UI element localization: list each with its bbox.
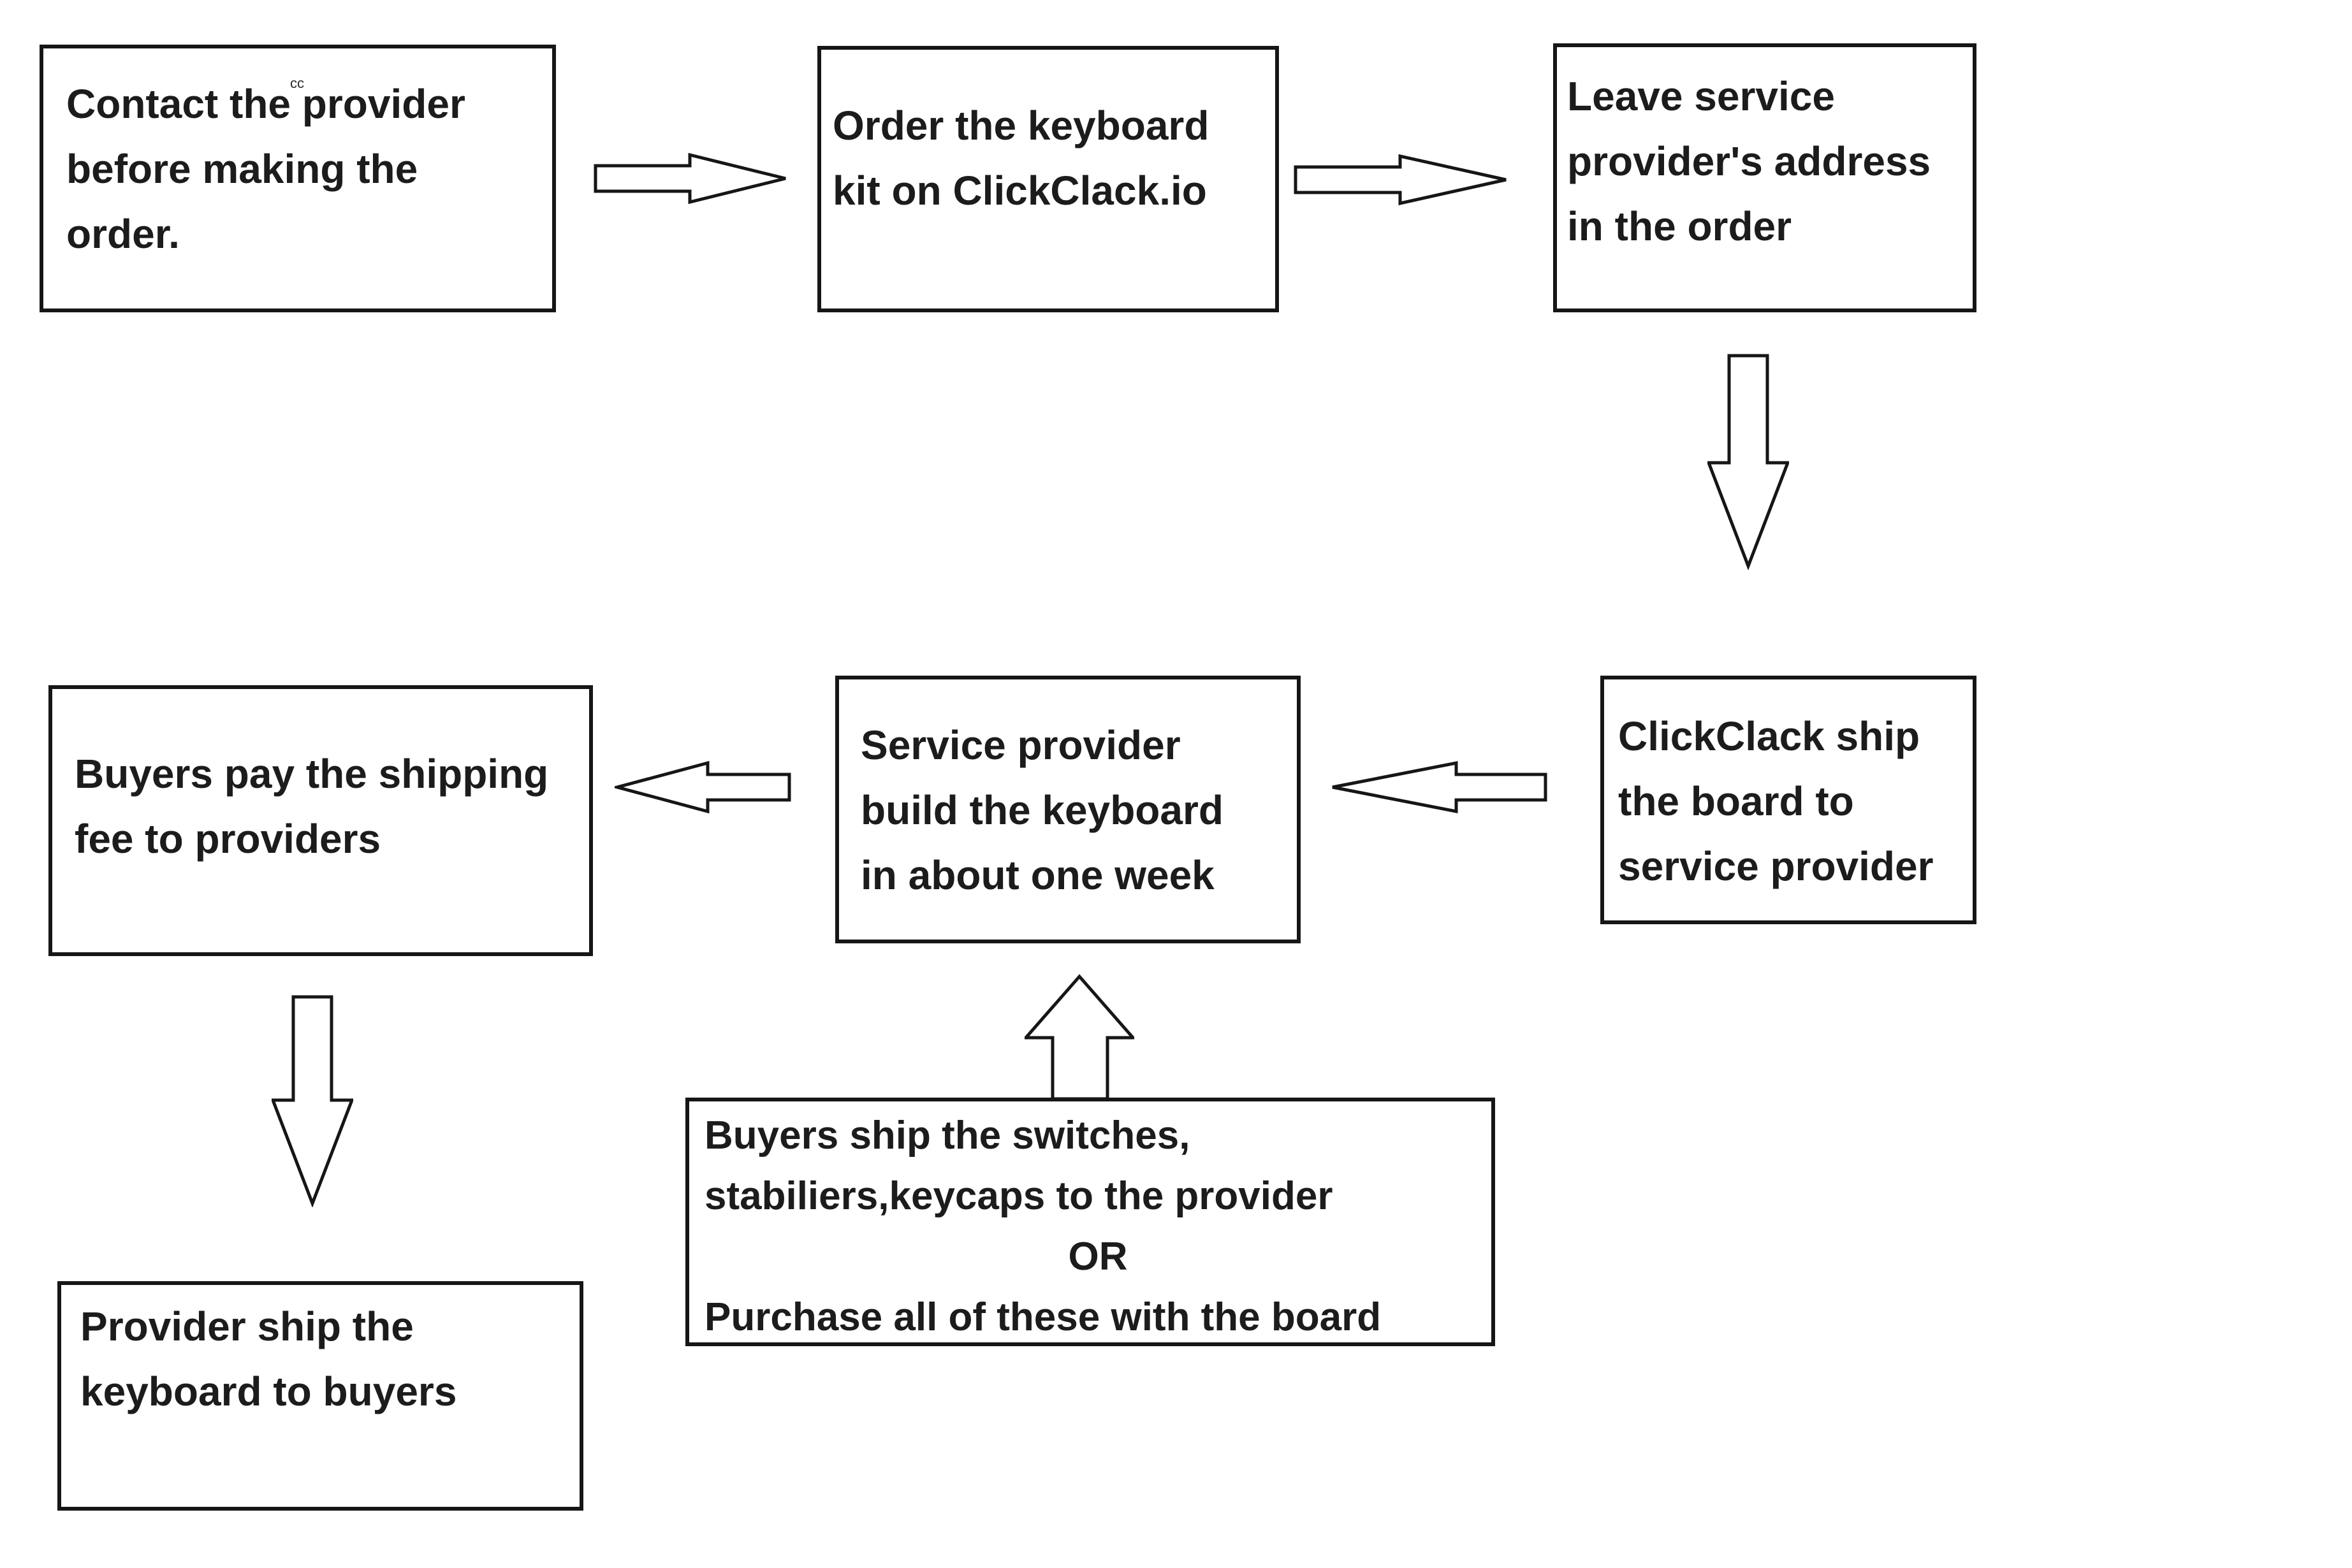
flow-arrow-down-2 [272,994,353,1207]
box-line: Provider ship the [80,1303,414,1349]
box-line: before making the [66,146,418,192]
box-line: the board to [1618,778,1854,824]
box-line: Order the keyboard [833,103,1209,149]
box-line: fee to providers [75,816,381,862]
box-line: ClickClack ship [1618,713,1920,759]
flow-arrow-left-1 [1329,760,1548,814]
box-line: stabiliers,keycaps to the provider [705,1174,1333,1218]
box-line: provider's address [1567,138,1931,184]
flow-arrow-up-1 [1025,974,1134,1101]
box-line: Service provider [861,722,1181,768]
flow-arrow-right-1 [593,153,789,204]
flow-arrow-down-1 [1707,353,1789,570]
flow-box-leave-address: Leave service provider's address in the … [1553,43,1976,312]
box-line: build the keyboard [861,787,1223,833]
box-line: in the order [1567,203,1792,249]
box-line: Buyers ship the switches, [705,1114,1190,1158]
box-line: kit on ClickClack.io [833,168,1207,214]
box-line: service provider [1618,843,1934,889]
flow-box-buyers-ship-parts: Buyers ship the switches, stabiliers,key… [685,1098,1495,1346]
flow-box-contact-provider: Contact the provider before making the o… [40,45,556,312]
flow-box-provider-ship: Provider ship the keyboard to buyers [57,1281,583,1511]
box-line: keyboard to buyers [80,1368,457,1414]
box-line: Contact the provider [66,81,465,127]
box-line: Purchase all of these with the board [705,1295,1382,1339]
flow-box-clickclack-ship: ClickClack ship the board to service pro… [1600,676,1976,924]
box-line-or: OR [1068,1235,1128,1279]
box-line: order. [66,211,180,257]
box-line: Leave service [1567,73,1835,119]
box-line: in about one week [861,852,1215,898]
flow-box-buyers-pay: Buyers pay the shipping fee to providers [48,685,593,956]
box-line: Buyers pay the shipping [75,751,549,797]
flow-box-provider-build: Service provider build the keyboard in a… [835,676,1301,943]
superscript-cc-mark: cc [290,75,304,91]
flow-arrow-left-2 [615,760,792,814]
flow-arrow-right-2 [1293,154,1510,205]
flow-box-order-kit: Order the keyboard kit on ClickClack.io [817,46,1279,312]
